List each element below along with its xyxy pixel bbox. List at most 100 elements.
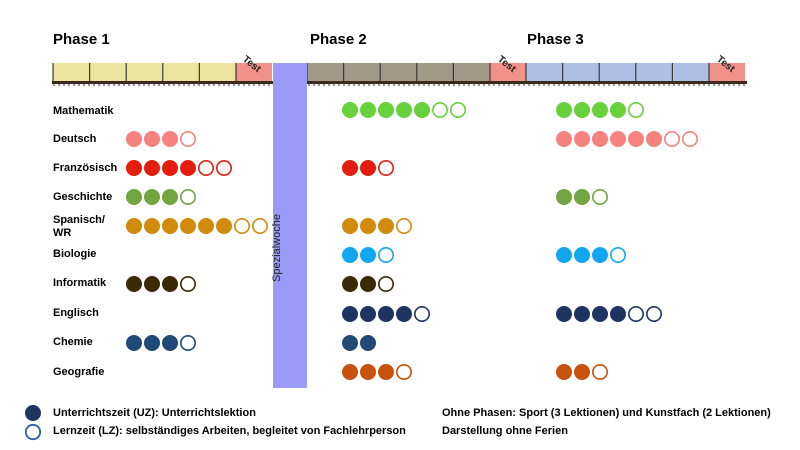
phase-3-title: Phase 3 [527,31,584,48]
lesson-circle-filled [574,102,590,118]
phase-2-bar [307,63,490,82]
lesson-circle-filled [126,335,142,351]
lesson-circle-open [645,305,662,322]
subject-label: Englisch [53,307,99,319]
lesson-circle-filled [574,189,590,205]
lesson-circle-filled [144,335,160,351]
lesson-circle-open [395,218,412,235]
lesson-circle-filled [342,306,358,322]
lesson-circle-filled [378,364,394,380]
lesson-circle-filled [144,218,160,234]
subject-label: Informatik [53,277,107,289]
legend-open-circle [24,423,42,441]
lesson-circle-filled [556,189,572,205]
test-3-bar [709,63,745,82]
subject-label: Französisch [53,162,118,174]
phase-1-title: Phase 1 [53,31,110,48]
lesson-circle-filled [360,247,376,263]
lesson-circle-filled [162,189,178,205]
test-2-bar [490,63,526,82]
lesson-circle-open [198,160,215,177]
lesson-circle-open [681,131,698,148]
special-week-bar [273,63,307,388]
lesson-circle-filled [646,131,662,147]
subject-label: Geschichte [53,191,113,203]
phase-2-title: Phase 2 [310,31,367,48]
lesson-circle-filled [342,247,358,263]
subject-label: Biologie [53,248,97,260]
lesson-circle-open [609,247,626,264]
lesson-circle-filled [556,247,572,263]
phase-1-bar [53,63,236,82]
lesson-circle-filled [342,102,358,118]
subject-label: Mathematik [53,105,114,117]
lesson-circle-filled [360,335,376,351]
lesson-circle-filled [396,102,412,118]
lesson-circle-filled [162,276,178,292]
lesson-circle-open [627,102,644,119]
lesson-circle-filled [360,306,376,322]
lesson-circle-open [234,218,251,235]
lesson-circle-filled [556,131,572,147]
lesson-circle-open [449,102,466,119]
lesson-circle-filled [342,364,358,380]
lesson-circle-filled [126,189,142,205]
lesson-circle-filled [574,364,590,380]
lesson-circle-filled [144,189,160,205]
lesson-circle-filled [126,160,142,176]
lesson-circle-open [180,189,197,206]
lesson-circle-filled [592,306,608,322]
lesson-circle-filled [396,306,412,322]
lesson-circle-filled [144,131,160,147]
lesson-circle-filled [342,335,358,351]
lesson-circle-open [663,131,680,148]
lesson-circle-open [431,102,448,119]
phase-3-bar [526,63,709,82]
lesson-circle-filled [574,306,590,322]
timeline-baseline [52,81,747,84]
lesson-circle-open [180,275,197,292]
lesson-circle-filled [126,276,142,292]
lesson-circle-filled [556,102,572,118]
lesson-circle-filled [144,160,160,176]
lesson-circle-filled [610,131,626,147]
lesson-circle-filled [610,306,626,322]
legend-uz-text: Unterrichtszeit (UZ): Unterrichtslektion [53,407,256,419]
lesson-circle-open [180,334,197,351]
lesson-circle-filled [592,102,608,118]
lesson-circle-filled [126,131,142,147]
lesson-circle-filled [556,364,572,380]
special-week-text: Spezialwoche [271,214,283,282]
lesson-circle-filled [378,102,394,118]
legend-lz-text: Lernzeit (LZ): selbständiges Arbeiten, b… [53,425,406,437]
lesson-circle-filled [180,218,196,234]
lesson-circle-open [627,305,644,322]
lesson-circle-filled [144,276,160,292]
lesson-circle-filled [180,160,196,176]
lesson-circle-filled [162,218,178,234]
note-without-phases: Ohne Phasen: Sport (3 Lektionen) und Kun… [442,407,771,419]
lesson-circle-filled [556,306,572,322]
lesson-circle-filled [574,131,590,147]
lesson-circle-filled [360,276,376,292]
lesson-circle-filled [592,247,608,263]
lesson-circle-filled [360,160,376,176]
lesson-circle-filled [378,218,394,234]
subject-label: Deutsch [53,133,97,145]
lesson-circle-open [591,189,608,206]
lesson-circle-open [395,363,412,380]
lesson-circle-filled [360,102,376,118]
subject-label: Geografie [53,366,105,378]
lesson-circle-filled [574,247,590,263]
lesson-circle-open [377,247,394,264]
lesson-circle-filled [162,160,178,176]
lesson-circle-filled [610,102,626,118]
lesson-circle-open [377,275,394,292]
lesson-circle-open [252,218,269,235]
lesson-circle-filled [342,160,358,176]
lesson-circle-filled [216,218,232,234]
lesson-circle-open [377,160,394,177]
lesson-circle-filled [342,276,358,292]
lesson-circle-filled [162,131,178,147]
